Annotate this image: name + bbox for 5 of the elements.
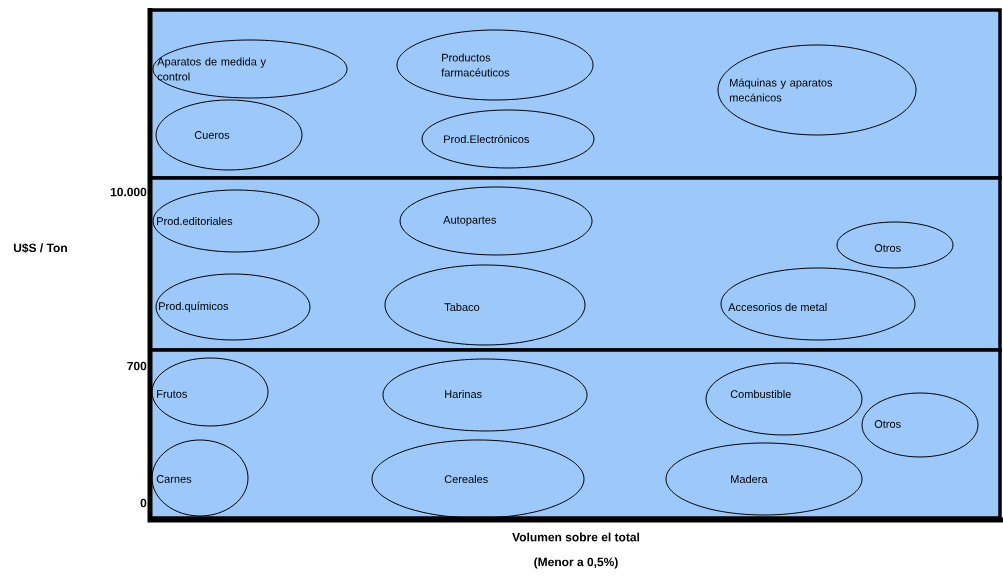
axis-title: Volumen sobre el total [512, 532, 640, 542]
tick-label: 10.000 [110, 187, 147, 197]
axis-title: U$S / Ton [13, 243, 67, 253]
tick-label: 700 [127, 361, 147, 371]
axis-title: (Menor a 0,5%) [534, 557, 618, 569]
